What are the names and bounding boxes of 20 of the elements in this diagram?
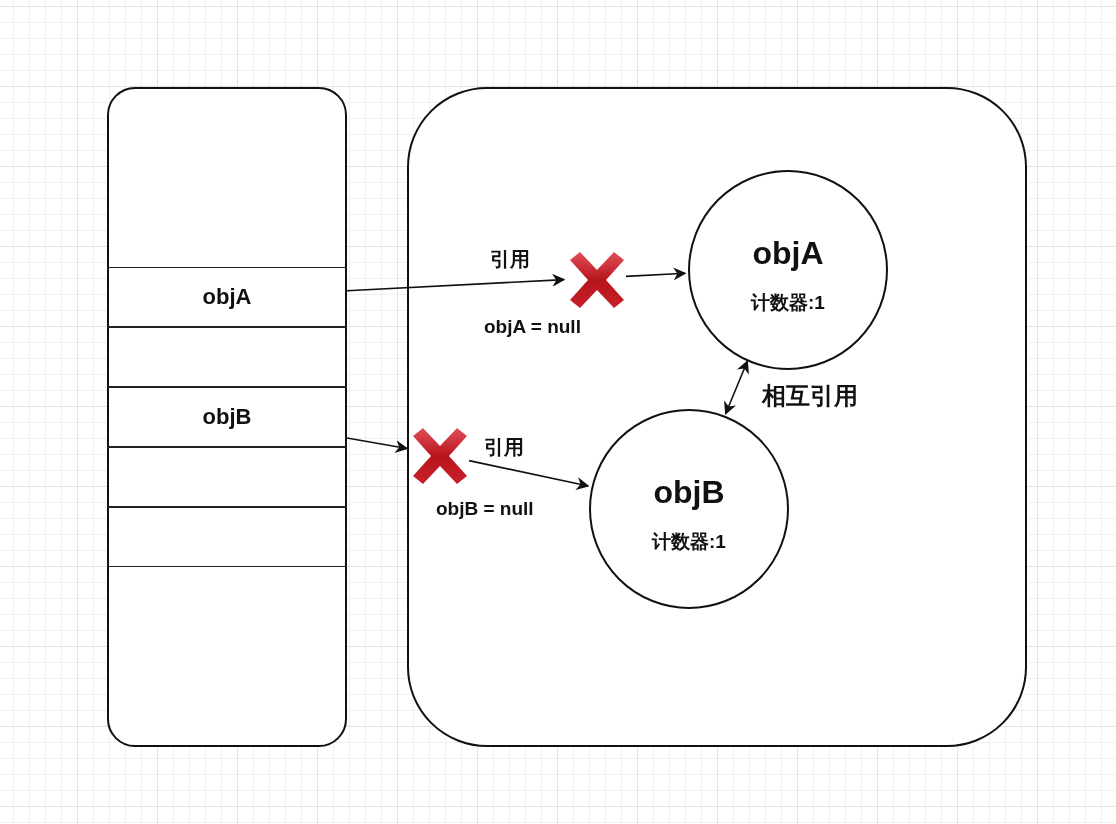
object-name: objA [752,234,824,272]
variable-name: objB [202,404,252,430]
heap-panel [407,87,1027,747]
stack-panel [107,87,347,747]
stack-slot [107,507,347,567]
stack-slot [107,267,347,327]
assignment-text: objB = null [436,498,534,520]
arrow [346,273,566,292]
variable-name: objA [202,284,252,310]
counter-text: 计数器:1 [652,529,726,554]
counter-text: 计数器:1 [751,290,825,315]
assignment-text: objA = null [484,316,581,338]
arrow [346,437,409,453]
stack-slot [107,327,347,387]
stack-slot [107,447,347,507]
object-name: objB [653,473,725,511]
arrow [625,267,687,281]
arrow [724,360,749,415]
stack-slot [107,387,347,447]
arrow [468,459,590,490]
